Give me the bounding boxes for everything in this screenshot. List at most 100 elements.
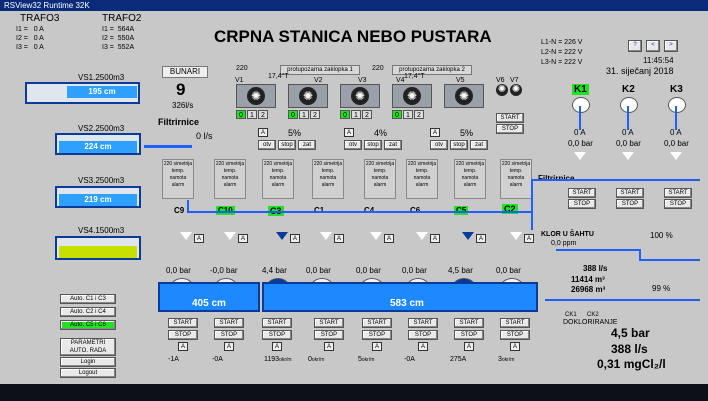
fan-mode-digit[interactable]: 0 — [236, 110, 246, 119]
chlor-reading: 0,0 ppm — [551, 240, 577, 247]
login-button[interactable]: Login — [60, 357, 116, 367]
fan-mode-digit[interactable]: 1 — [299, 110, 309, 119]
fan-group-otv-button[interactable]: otv — [430, 140, 448, 150]
pump-current-unit: okr/m — [501, 357, 515, 363]
auto-c5-c6-button[interactable]: Auto. C5 i C6 — [60, 320, 116, 330]
pump-stop-button[interactable]: STOP — [454, 330, 484, 340]
auto-params-button[interactable]: PARAMETRI AUTO. RADA — [60, 338, 116, 356]
fan-mode-digit[interactable]: 0 — [288, 110, 298, 119]
pump-pressure: 0,0 bar — [496, 266, 521, 275]
auto-c1-c3-button[interactable]: Auto. C1 i C3 — [60, 294, 116, 304]
pump-valve-icon[interactable] — [370, 232, 382, 240]
prev-screen-button[interactable]: < — [646, 40, 660, 52]
fan-v5[interactable]: ✺ — [444, 84, 484, 108]
fan-start-button[interactable]: START — [496, 113, 524, 123]
fan-group-stop-button[interactable]: stop — [450, 140, 468, 150]
k-pump-valve-icon[interactable] — [670, 152, 682, 160]
pump-start-button[interactable]: START — [362, 318, 392, 328]
help-button[interactable]: ? — [628, 40, 642, 52]
pump-info-box[interactable]: 220 simetrija temp. namota alarm — [500, 159, 532, 199]
fan-icon: ✺ — [299, 87, 317, 105]
next-screen-button[interactable]: > — [664, 40, 678, 52]
pump-stop-button[interactable]: STOP — [214, 330, 244, 340]
pump-info-box[interactable]: 220 simetrija temp. namota alarm — [454, 159, 486, 199]
fan-mode-digit[interactable]: 1 — [403, 110, 413, 119]
fan-group-otv-button[interactable]: otv — [344, 140, 362, 150]
pump-info-box[interactable]: 220 simetrija temp. namota alarm — [214, 159, 246, 199]
pump-valve-icon[interactable] — [180, 232, 192, 240]
auto-c2-c4-button[interactable]: Auto. C2 i C4 — [60, 307, 116, 317]
pump-start-button[interactable]: START — [500, 318, 530, 328]
pump-stop-button[interactable]: STOP — [314, 330, 344, 340]
fan-mode-digit[interactable]: 2 — [310, 110, 320, 119]
fan-mode-digit[interactable]: 0 — [392, 110, 402, 119]
k-pump-start-button[interactable]: START — [568, 188, 596, 198]
fan-v1[interactable]: ✺ — [236, 84, 276, 108]
pump-info-box[interactable]: 220 simetrija temp. namota alarm — [364, 159, 396, 199]
fan-mode-digit[interactable]: 2 — [414, 110, 424, 119]
logout-button[interactable]: Logout — [60, 368, 116, 378]
fan-v7[interactable]: ✺ — [510, 84, 522, 96]
pump-start-button[interactable]: START — [214, 318, 244, 328]
pump-start-button[interactable]: START — [314, 318, 344, 328]
pump-stop-button[interactable]: STOP — [500, 330, 530, 340]
pump-stop-button[interactable]: STOP — [262, 330, 292, 340]
k-pump-pressure: 0,0 bar — [568, 139, 593, 148]
pump-start-button[interactable]: START — [168, 318, 198, 328]
pump-valve-icon[interactable] — [510, 232, 522, 240]
fan-mode-digit[interactable]: 1 — [247, 110, 257, 119]
k-pump-valve-icon[interactable] — [574, 152, 586, 160]
fan-temp-2: 17,4°T — [404, 73, 425, 80]
fan-setpoint-1: 220 — [236, 65, 248, 72]
fan-v3[interactable]: ✺ — [340, 84, 380, 108]
k-pump-valve-icon[interactable] — [622, 152, 634, 160]
filtrirnice-left-flow: 0 l/s — [196, 131, 213, 141]
pump-valve-icon[interactable] — [224, 232, 236, 240]
fan-mode-digit[interactable]: 0 — [340, 110, 350, 119]
pump-valve-alarm: A — [476, 234, 486, 243]
pump-current-unit: okr/m — [311, 357, 325, 363]
pump-alarm: A — [178, 342, 188, 351]
k-pump-stop-button[interactable]: STOP — [568, 199, 596, 209]
pump-start-button[interactable]: START — [408, 318, 438, 328]
pump-info-box[interactable]: 220 simetrija temp. namota alarm — [406, 159, 438, 199]
pump-start-button[interactable]: START — [262, 318, 292, 328]
pump-pressure: 0,0 bar — [306, 266, 331, 275]
chlor-volume-2: 26968 m³ — [571, 285, 606, 294]
pump-valve-icon[interactable] — [416, 232, 428, 240]
pump-info-box[interactable]: 220 simetrija temp. namota alarm — [312, 159, 344, 199]
pump-valve-icon[interactable] — [276, 232, 288, 240]
fan-stop-button[interactable]: STOP — [496, 124, 524, 134]
pump-info-box[interactable]: 220 simetrija temp. namota alarm — [262, 159, 294, 199]
fan-mode-digit[interactable]: 2 — [258, 110, 268, 119]
fan-group-stop-button[interactable]: stop — [364, 140, 382, 150]
pump-valve-icon[interactable] — [462, 232, 474, 240]
pump-valve-icon[interactable] — [320, 232, 332, 240]
pump-stop-button[interactable]: STOP — [168, 330, 198, 340]
k-pump-start-button[interactable]: START — [664, 188, 692, 198]
fan-group-zat-button[interactable]: zat — [470, 140, 488, 150]
k-pump-start-button[interactable]: START — [616, 188, 644, 198]
k-pump-pressure: 0,0 bar — [616, 139, 641, 148]
pump-stop-button[interactable]: STOP — [408, 330, 438, 340]
k-pump-stop-button[interactable]: STOP — [664, 199, 692, 209]
dosing-ck2-label: CK2 — [587, 312, 599, 318]
fan-group-percent: 4% — [374, 128, 388, 138]
fan-v6[interactable]: ✺ — [496, 84, 508, 96]
fan-v2[interactable]: ✺ — [288, 84, 328, 108]
trafo2-values: I1 = 564A I2 = 550A I3 = 552A — [102, 26, 135, 51]
k-pump-stop-button[interactable]: STOP — [616, 199, 644, 209]
fan-mode-digit[interactable]: 2 — [362, 110, 372, 119]
pump-start-button[interactable]: START — [454, 318, 484, 328]
pump-info-box[interactable]: 220 simetrija temp. namota alarm — [162, 159, 194, 199]
fan-mode-digit[interactable]: 1 — [351, 110, 361, 119]
pump-stop-button[interactable]: STOP — [362, 330, 392, 340]
fan-group-stop-button[interactable]: stop — [278, 140, 296, 150]
fan-group-otv-button[interactable]: otv — [258, 140, 276, 150]
pump-name-c5: C5 — [454, 206, 469, 215]
fan-group-percent: 5% — [460, 128, 474, 138]
fan-group-zat-button[interactable]: zat — [298, 140, 316, 150]
fan-v4[interactable]: ✺ — [392, 84, 432, 108]
fan-group-zat-button[interactable]: zat — [384, 140, 402, 150]
